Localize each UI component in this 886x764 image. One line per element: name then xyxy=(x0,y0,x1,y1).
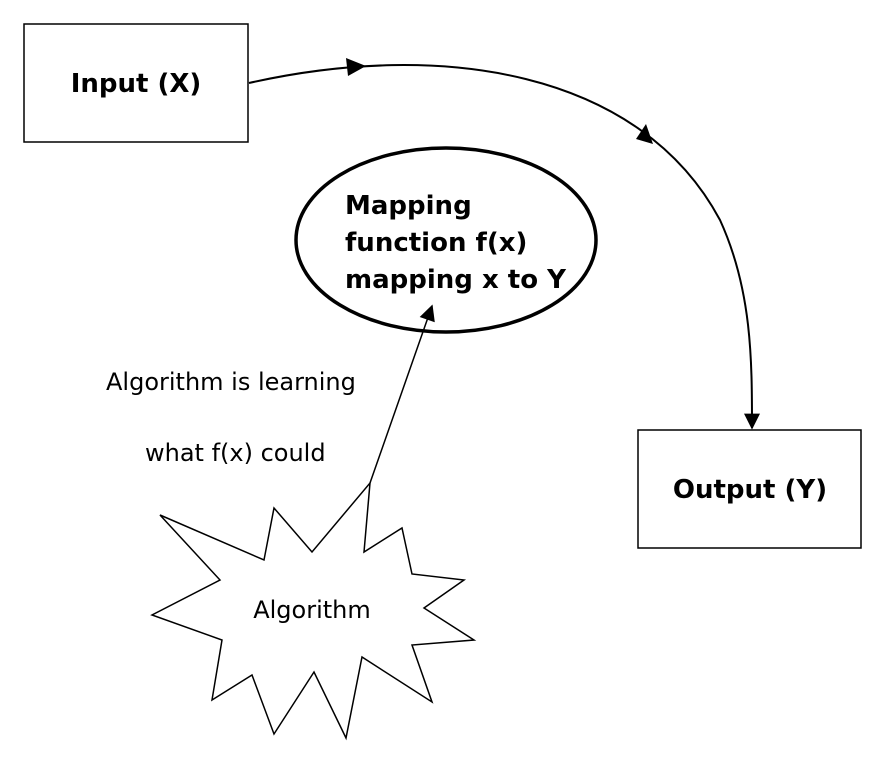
input-label: Input (X) xyxy=(71,69,202,99)
input-box xyxy=(23,23,249,143)
mapping-ellipse xyxy=(294,146,598,334)
algorithm-node: Algorithm xyxy=(150,480,477,741)
mapping-label-line-1: Mapping xyxy=(345,191,472,221)
flow-arrowhead-mid-1 xyxy=(346,58,366,76)
input-node: Input (X) xyxy=(23,23,249,143)
learning-annotation-line-2: what f(x) could xyxy=(145,439,326,467)
flow-arrowhead-mid-2 xyxy=(636,124,653,144)
flow-curve-input-to-output xyxy=(248,64,760,430)
mapping-label-line-3: mapping x to Y xyxy=(345,265,567,295)
algorithm-label: Algorithm xyxy=(253,596,371,624)
output-label: Output (Y) xyxy=(673,475,827,505)
algorithm-starburst xyxy=(150,480,477,741)
mapping-node: Mapping function f(x) mapping x to Y xyxy=(294,146,598,334)
learning-annotation-line-1: Algorithm is learning xyxy=(106,368,356,396)
output-box xyxy=(637,429,862,549)
learning-arrow xyxy=(369,304,435,484)
output-node: Output (Y) xyxy=(637,429,862,549)
mapping-label-line-2: function f(x) xyxy=(345,228,527,258)
